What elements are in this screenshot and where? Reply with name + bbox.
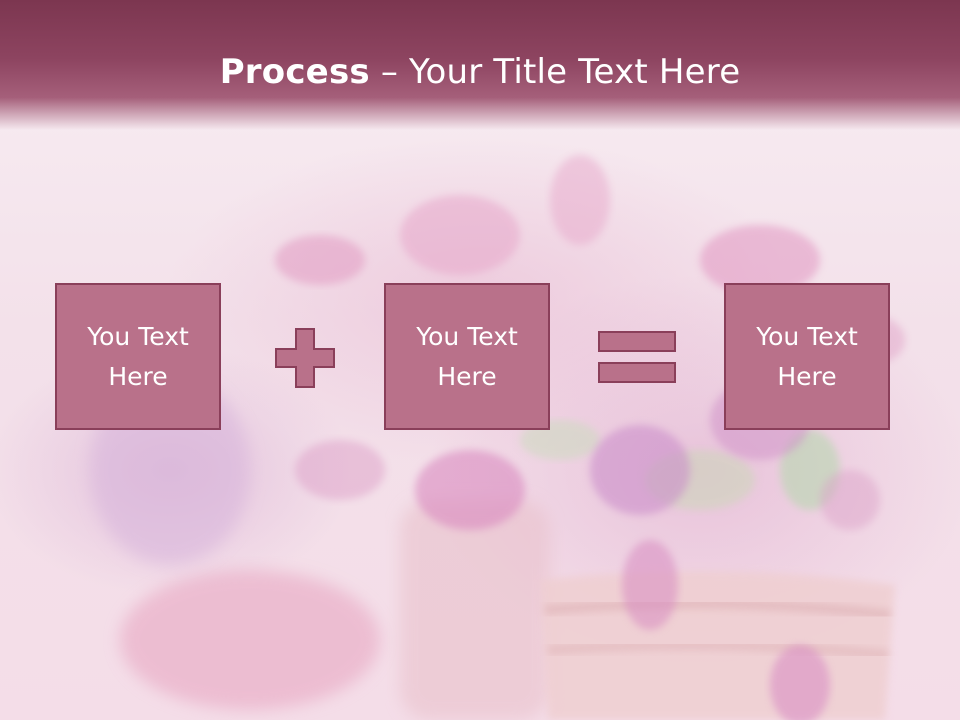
process-box-1[interactable]: You Text Here <box>55 283 221 430</box>
equals-icon <box>598 331 676 385</box>
process-box-2-text: You Text Here <box>416 321 518 391</box>
title-bold: Process <box>219 52 370 92</box>
slide-title: Process – Your Title Text Here <box>0 52 960 92</box>
title-rest: – Your Title Text Here <box>369 52 741 92</box>
title-bar <box>0 0 960 130</box>
process-box-2[interactable]: You Text Here <box>384 283 550 430</box>
process-box-3-text: You Text Here <box>756 321 858 391</box>
plus-icon <box>275 328 335 388</box>
process-box-1-text: You Text Here <box>87 321 189 391</box>
process-box-3[interactable]: You Text Here <box>724 283 890 430</box>
